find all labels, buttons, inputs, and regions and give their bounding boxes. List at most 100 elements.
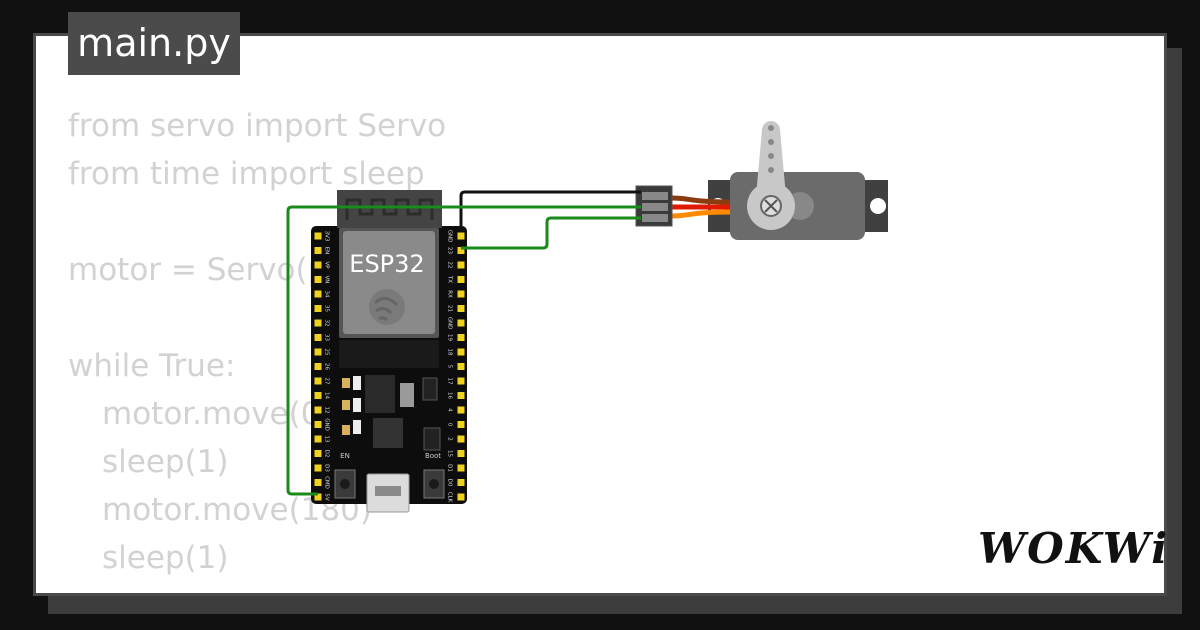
pin-label: D3 [324, 464, 330, 472]
smd-part [353, 420, 361, 434]
pin-label: GND [447, 317, 453, 330]
pin-pad[interactable] [457, 319, 465, 327]
smd-part [342, 400, 350, 410]
pin-pad[interactable] [314, 290, 322, 298]
code-line: from servo import Servo [68, 108, 447, 144]
pin-pad[interactable] [457, 392, 465, 399]
pin-pad[interactable] [314, 232, 322, 240]
regulator [365, 375, 395, 413]
esp32-board[interactable]: ESP32 3V3ENVPVN343532332526271412GND13D2… [311, 190, 467, 513]
horn-hole [768, 153, 774, 159]
pin-pad[interactable] [457, 406, 465, 414]
pin-label: 14 [324, 392, 330, 399]
horn-hole [768, 125, 774, 131]
pin-pad[interactable] [314, 334, 322, 341]
pin-pad[interactable] [314, 421, 322, 428]
pin-pad[interactable] [457, 334, 465, 341]
servo-wire-orange [671, 209, 731, 219]
pin-pad[interactable] [314, 261, 322, 269]
code-line: sleep(1) [102, 540, 229, 576]
pin-label: 13 [324, 436, 330, 443]
pin-label: TX [447, 275, 453, 283]
servo-motor[interactable] [635, 121, 888, 240]
pin-pad[interactable] [314, 450, 322, 457]
pin-pad[interactable] [457, 261, 465, 269]
pin-label: 19 [447, 334, 453, 341]
pin-label: 15 [447, 450, 453, 457]
wokwi-logo: WOKWi [978, 524, 1170, 573]
component [400, 383, 414, 407]
pin-label: 5V [324, 493, 330, 500]
pin-label: 5 [447, 365, 453, 369]
horn-hole [768, 167, 774, 173]
pin-label: 27 [324, 378, 330, 385]
pin-label: 2 [447, 437, 453, 441]
pin-pad[interactable] [457, 493, 465, 501]
pin-label: 3V3 [324, 231, 330, 242]
en-button-cap [340, 479, 350, 489]
pin-label: 23 [447, 247, 453, 254]
pin-label: 22 [447, 262, 453, 269]
pin-pad[interactable] [457, 421, 465, 428]
pin-pad[interactable] [457, 305, 465, 312]
code-line: while True: [68, 348, 236, 384]
pin-label: D2 [324, 450, 330, 458]
pin-pad[interactable] [457, 363, 465, 370]
espressif-logo-icon [369, 289, 405, 325]
pin-pad[interactable] [457, 479, 465, 486]
connector-pin [642, 214, 668, 222]
chip-label: ESP32 [349, 250, 424, 278]
pin-label: 17 [447, 378, 453, 385]
pin-pad[interactable] [457, 377, 465, 385]
connector-pin [642, 203, 668, 211]
pin-label: 18 [447, 349, 453, 356]
pin-label: EN [324, 247, 330, 255]
usb-port [375, 486, 401, 496]
pin-pad[interactable] [314, 363, 322, 370]
pin-pad[interactable] [457, 464, 465, 472]
pin-label: 26 [324, 363, 330, 370]
mount-hole [870, 198, 886, 214]
smd-part [342, 378, 350, 388]
pin-label: 4 [447, 408, 453, 412]
pin-pad[interactable] [457, 247, 465, 254]
smd-part [353, 376, 361, 390]
pin-label: 34 [324, 291, 330, 298]
pin-pad[interactable] [314, 247, 322, 254]
pin-label: VP [324, 261, 330, 269]
connector-pin [642, 192, 668, 200]
pin-pad[interactable] [314, 319, 322, 327]
pin-pad[interactable] [314, 377, 322, 385]
code-line: sleep(1) [102, 444, 229, 480]
horn-hole [768, 139, 774, 145]
pin-pad[interactable] [314, 406, 322, 414]
pin-pad[interactable] [457, 450, 465, 457]
servo-wire-brown [671, 195, 731, 205]
wire-signal[interactable] [461, 216, 641, 250]
pin-pad[interactable] [314, 435, 322, 443]
pin-pad[interactable] [457, 290, 465, 298]
pin-pad[interactable] [314, 348, 322, 356]
pin-pad[interactable] [314, 392, 322, 399]
pin-pad[interactable] [314, 464, 322, 472]
pin-pad[interactable] [314, 276, 322, 283]
pin-pad[interactable] [457, 232, 465, 240]
pin-label: 21 [447, 305, 453, 312]
component [422, 377, 438, 401]
pin-label: D1 [447, 464, 453, 472]
pin-pad[interactable] [314, 305, 322, 312]
module-shield [343, 231, 435, 334]
close-circle-icon [760, 195, 782, 217]
pin-pad[interactable] [314, 493, 322, 501]
pin-pad[interactable] [314, 479, 322, 486]
wire-gnd[interactable] [459, 190, 641, 232]
pin-pad[interactable] [457, 276, 465, 283]
pin-pad[interactable] [457, 435, 465, 443]
pin-label: RX [447, 290, 453, 298]
pin-label: 0 [447, 423, 453, 427]
usb-chip [373, 418, 403, 448]
file-tab[interactable]: main.py [68, 12, 240, 75]
wire-5v[interactable] [286, 205, 641, 496]
pin-pad[interactable] [457, 348, 465, 356]
